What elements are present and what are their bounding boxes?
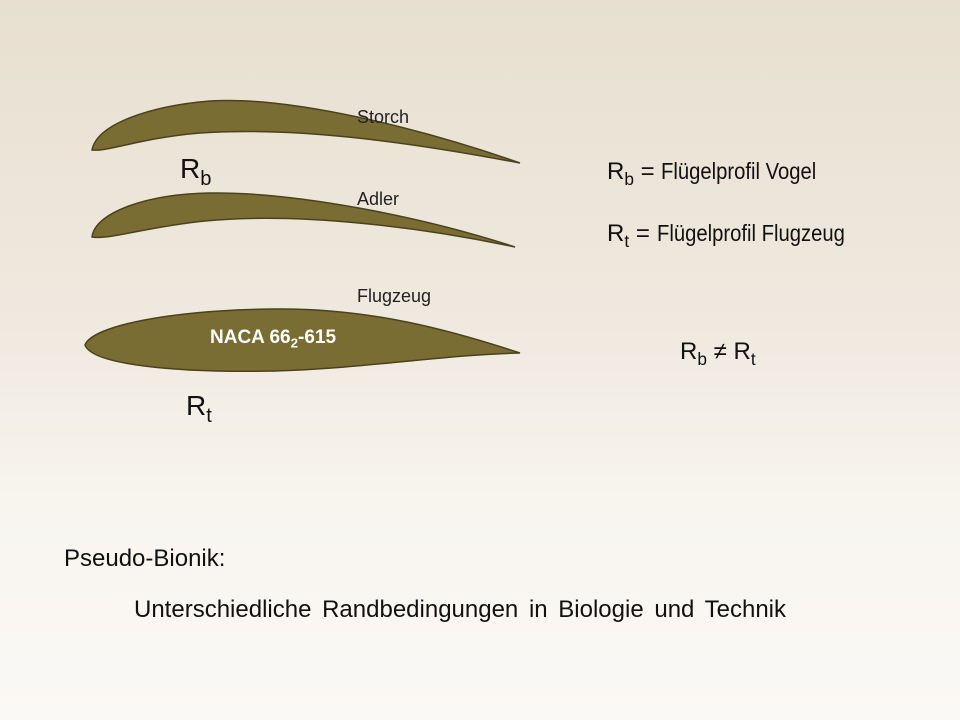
caption-heading: Pseudo-Bionik: <box>64 545 226 572</box>
naca-profile-shape <box>84 308 521 373</box>
naca-name: NACA 66 <box>210 327 291 348</box>
definition-rt: Rt = Flügelprofil Flugzeug <box>607 220 845 252</box>
adler-profile-shape <box>91 192 516 248</box>
adler-label: Adler <box>357 189 400 209</box>
naca-suffix: -615 <box>298 327 337 348</box>
rb-symbol: Rb <box>180 153 212 191</box>
flugzeug-label: Flugzeug <box>357 286 432 306</box>
rt-symbol: Rt <box>186 390 212 428</box>
caption-subtitle: Unterschiedliche Randbedingungen in Biol… <box>134 596 787 623</box>
inequality-statement: Rb ≠ Rt <box>680 338 756 370</box>
naca-profile-label: NACA 662-615 <box>210 327 337 350</box>
naca-subscript: 2 <box>290 335 298 351</box>
storch-profile-shape <box>91 99 521 164</box>
definition-rb: Rb = Flügelprofil Vogel <box>607 158 817 190</box>
storch-label: Storch <box>357 107 410 127</box>
